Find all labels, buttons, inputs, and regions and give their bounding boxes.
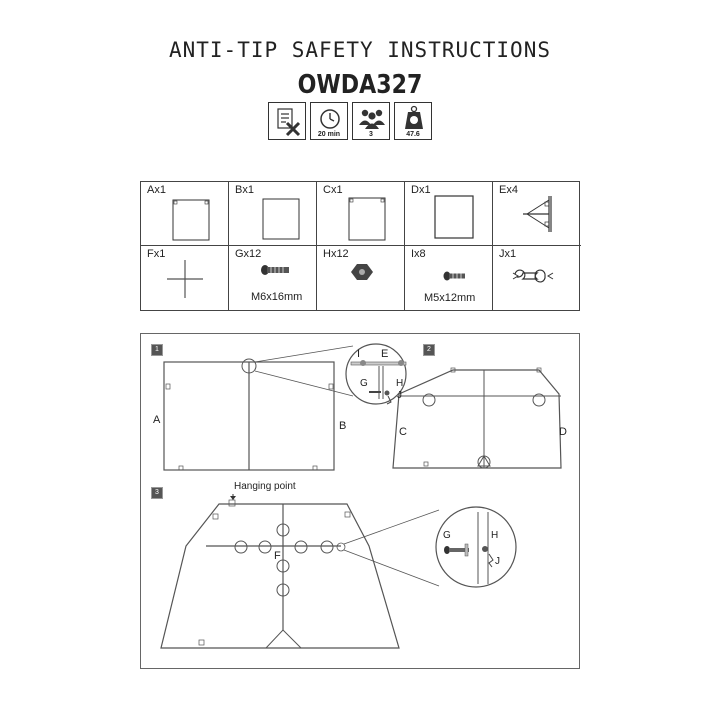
label-j: J [397, 390, 402, 401]
part-cell-i: Ix8 M5x12mm [405, 246, 493, 310]
step-badge: 1 [151, 344, 163, 356]
info-box-tools [268, 102, 306, 140]
page-title: ANTI-TIP SAFETY INSTRUCTIONS [168, 38, 551, 62]
part-label: Bx1 [235, 184, 254, 196]
part-label: Hx12 [323, 248, 349, 260]
part-cell-j: Jx1 [493, 246, 581, 310]
part-label: Dx1 [411, 184, 431, 196]
label-b: B [339, 420, 347, 432]
label-g-detail: G [443, 530, 451, 541]
part-cell-h: Hx12 [317, 246, 405, 310]
info-caption-time: 20 min [317, 131, 341, 138]
part-cell-e: Ex4 [493, 182, 581, 246]
label-h: H [396, 378, 404, 389]
part-cell-f: Fx1 [141, 246, 229, 310]
part-label: Fx1 [147, 248, 166, 260]
label-a: A [153, 414, 161, 426]
label-f: F [274, 550, 281, 562]
part-spec: M5x12mm [424, 292, 476, 304]
part-cell-a: Ax1 [141, 182, 229, 246]
label-c: C [399, 426, 407, 438]
part-cell-b: Bx1 [229, 182, 317, 246]
info-caption-weight: 47.6 [406, 131, 420, 138]
wrench-icon [512, 269, 554, 283]
part-cell-c: Cx1 [317, 182, 405, 246]
tools-document-icon [277, 108, 301, 137]
panel-a-icon [172, 199, 210, 241]
panel-d-icon [434, 195, 474, 239]
part-label: Gx12 [235, 248, 262, 260]
label-d: D [559, 426, 567, 438]
model-number: OWDA327 [297, 70, 423, 100]
panel-c-icon [348, 197, 386, 241]
info-box-time: 20 min [310, 102, 348, 140]
part-label: Ex4 [499, 184, 518, 196]
info-box-weight: 47.6 [394, 102, 432, 140]
part-label: Jx1 [499, 248, 517, 260]
people-icon [359, 109, 385, 129]
panel-b-icon [262, 198, 300, 240]
corner-bracket-icon [523, 196, 552, 232]
cross-bracket-icon [167, 260, 203, 298]
info-caption-people: 3 [369, 131, 373, 138]
clock-icon [320, 109, 340, 129]
label-h-detail: H [491, 530, 499, 541]
parts-table: Ax1 Bx1 Cx1 Dx1 Ex4 [140, 181, 581, 311]
nut-icon [351, 264, 373, 280]
part-label: Ix8 [411, 248, 426, 260]
step-badge: 3 [151, 487, 163, 499]
part-spec: M6x16mm [251, 291, 303, 303]
assembly-diagram: 1 2 3 A B C D I E G H J F G H J Hanging … [140, 333, 580, 669]
part-cell-g: Gx12 M6x16mm [229, 246, 317, 310]
part-label: Cx1 [323, 184, 343, 196]
screw-icon [261, 265, 289, 275]
part-cell-d: Dx1 [405, 182, 493, 246]
step-badge: 2 [423, 344, 435, 356]
label-g: G [360, 378, 368, 389]
info-box-people: 3 [352, 102, 390, 140]
label-i: I [357, 348, 361, 360]
info-icons-row: 20 min 3 47.6 [268, 102, 432, 140]
assembly-drawing [160, 343, 562, 649]
small-screw-icon [443, 271, 465, 281]
part-label: Ax1 [147, 184, 166, 196]
label-e: E [381, 348, 389, 360]
weight-icon [405, 105, 423, 129]
label-j-detail: J [495, 556, 500, 567]
hanging-point-label: Hanging point [234, 481, 296, 492]
